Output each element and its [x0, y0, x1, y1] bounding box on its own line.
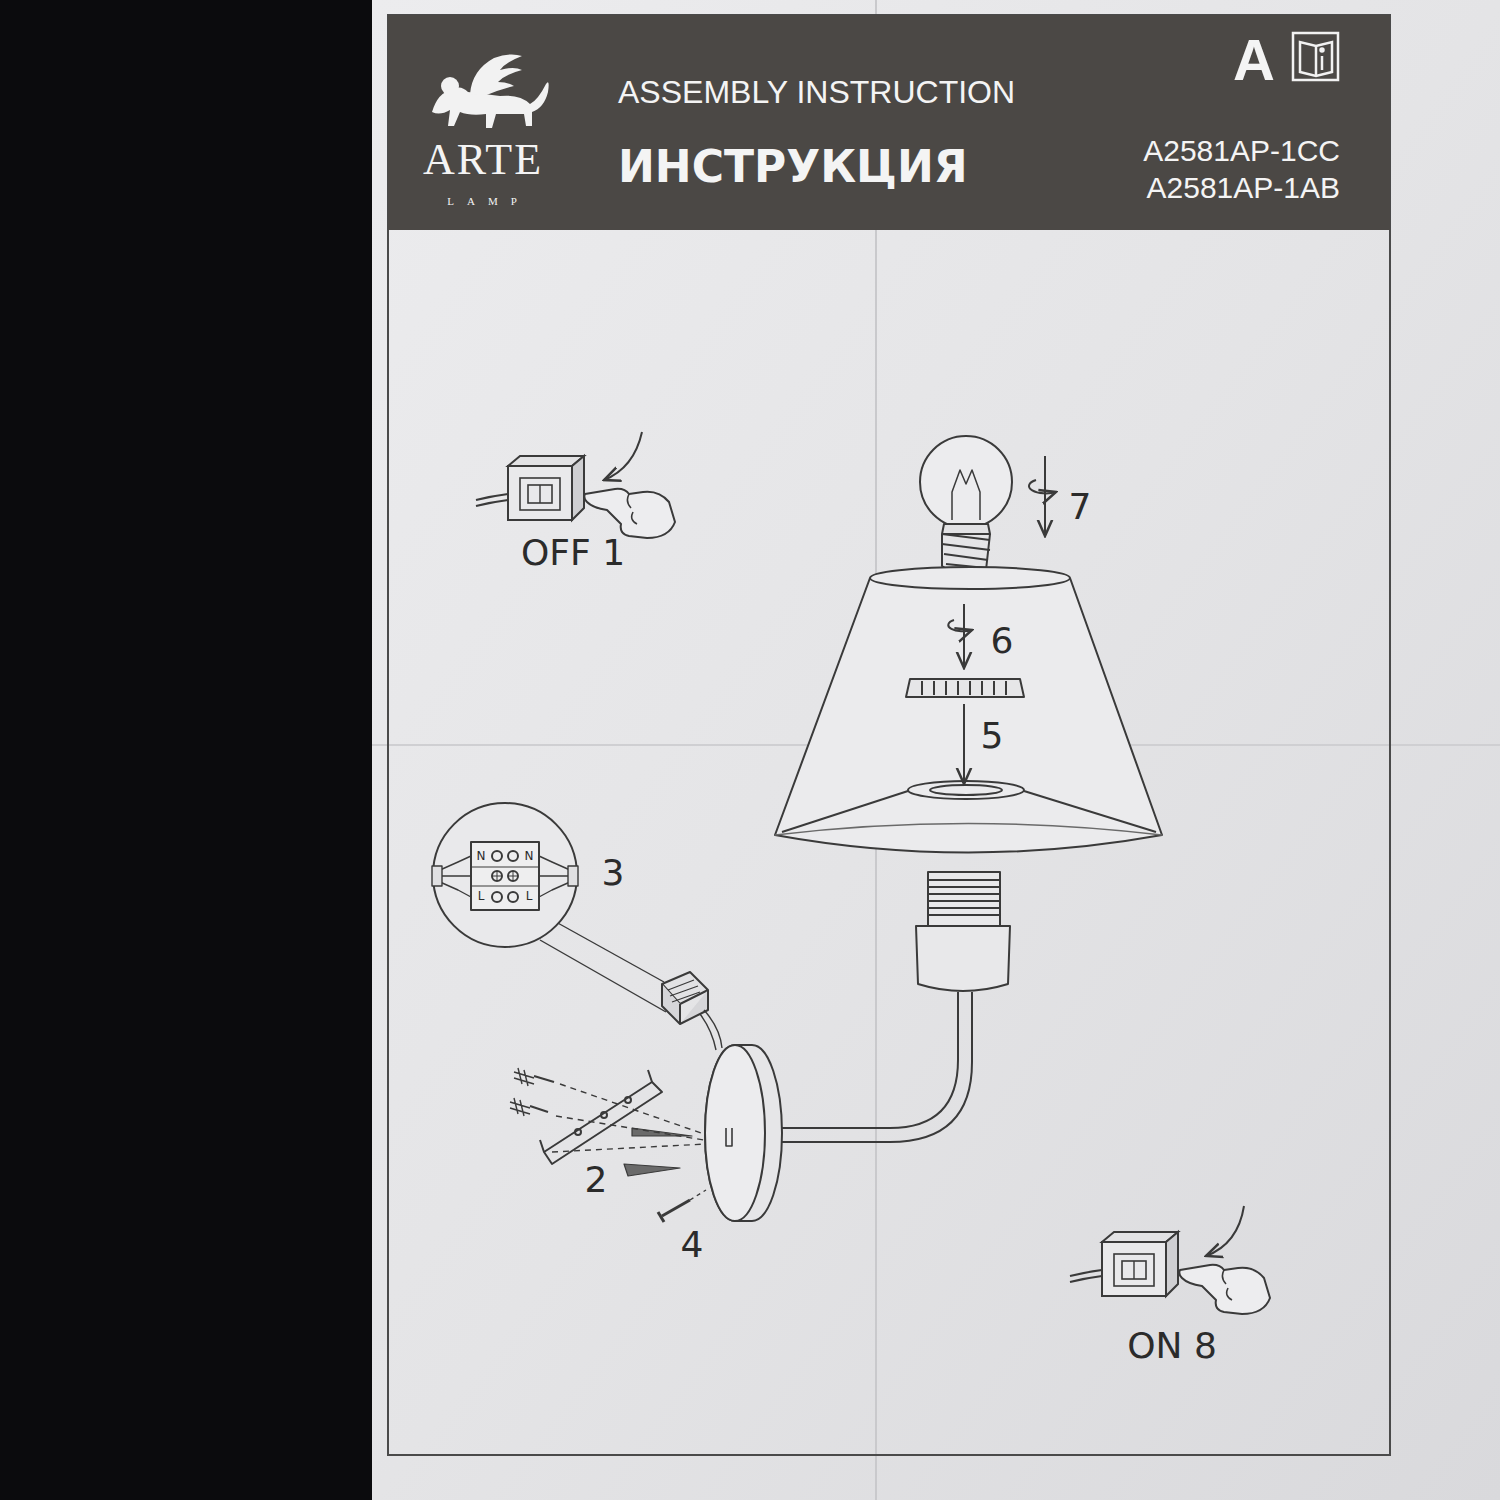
- step-label: OFF 1: [521, 533, 625, 573]
- terminal-letter: L: [478, 890, 485, 903]
- callout-number: 7: [1069, 487, 1092, 527]
- step-label: ON 8: [1127, 1326, 1217, 1366]
- callout-number: 3: [602, 853, 625, 893]
- terminal-letter: L: [526, 890, 533, 903]
- callout-number: 6: [991, 621, 1014, 661]
- terminal-letter: N: [477, 850, 486, 863]
- callout-number: 2: [585, 1160, 608, 1200]
- callout-number: 4: [681, 1225, 704, 1265]
- sheet-title: ASSEMBLY INSTRUCTION: [618, 75, 1015, 110]
- model-number: A2581AP-1AB: [1147, 171, 1340, 204]
- callout-number: 5: [981, 716, 1004, 756]
- header-band: ARTE LAMP ASSEMBLY INSTRUCTION ИНСТРУКЦИЯ A A…: [388, 15, 1390, 230]
- model-number: A2581AP-1CC: [1143, 134, 1340, 167]
- language-mark: A: [1233, 28, 1275, 92]
- brand-subtitle: LAMP: [434, 195, 530, 207]
- sheet-title-ru: ИНСТРУКЦИЯ: [618, 143, 968, 191]
- terminal-letter: N: [525, 850, 534, 863]
- brand-name: ARTE: [421, 136, 543, 184]
